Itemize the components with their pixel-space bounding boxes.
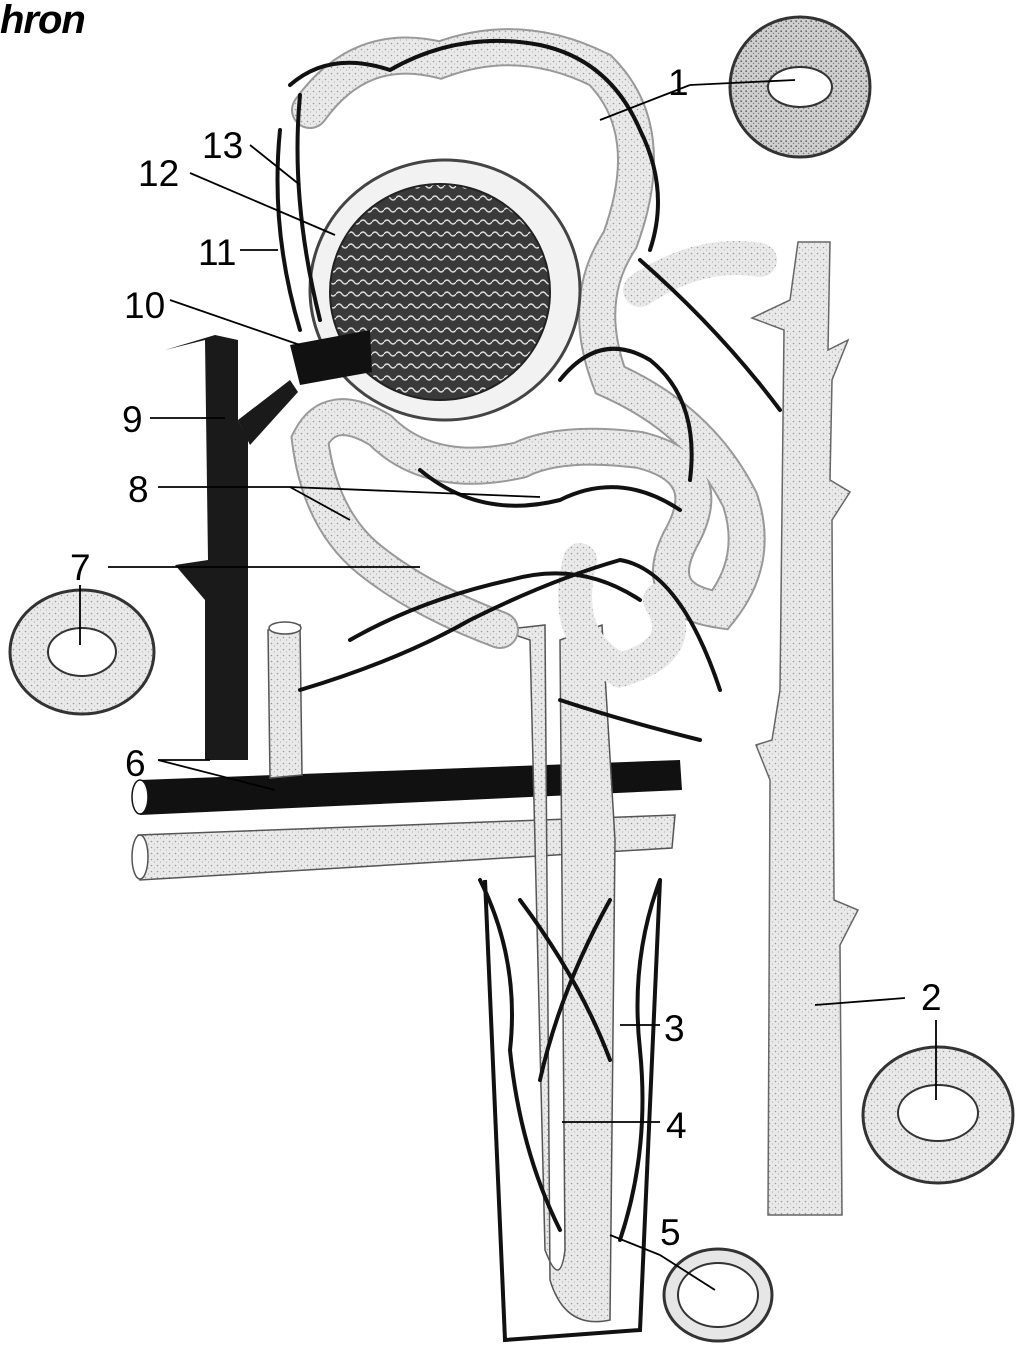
label-5: 5: [660, 1212, 681, 1253]
label-10: 10: [124, 285, 165, 326]
cross-section-7: [10, 590, 154, 714]
label-12: 12: [138, 153, 179, 194]
label-1: 1: [668, 62, 689, 103]
cross-section-1: [730, 17, 870, 157]
label-2: 2: [921, 977, 942, 1018]
label-3: 3: [664, 1008, 685, 1049]
label-6: 6: [125, 743, 146, 784]
label-8: 8: [128, 469, 149, 510]
label-4: 4: [666, 1105, 687, 1146]
page-title: hron: [0, 0, 85, 43]
cross-section-2: [863, 1047, 1013, 1183]
interlobular-vein: [165, 335, 302, 778]
cross-section-5: [664, 1249, 772, 1341]
label-13: 13: [202, 125, 243, 166]
collecting-duct: [752, 242, 858, 1215]
label-9: 9: [122, 399, 143, 440]
label-7: 7: [70, 547, 91, 588]
renal-corpuscle: [290, 160, 580, 420]
label-11: 11: [198, 232, 236, 273]
